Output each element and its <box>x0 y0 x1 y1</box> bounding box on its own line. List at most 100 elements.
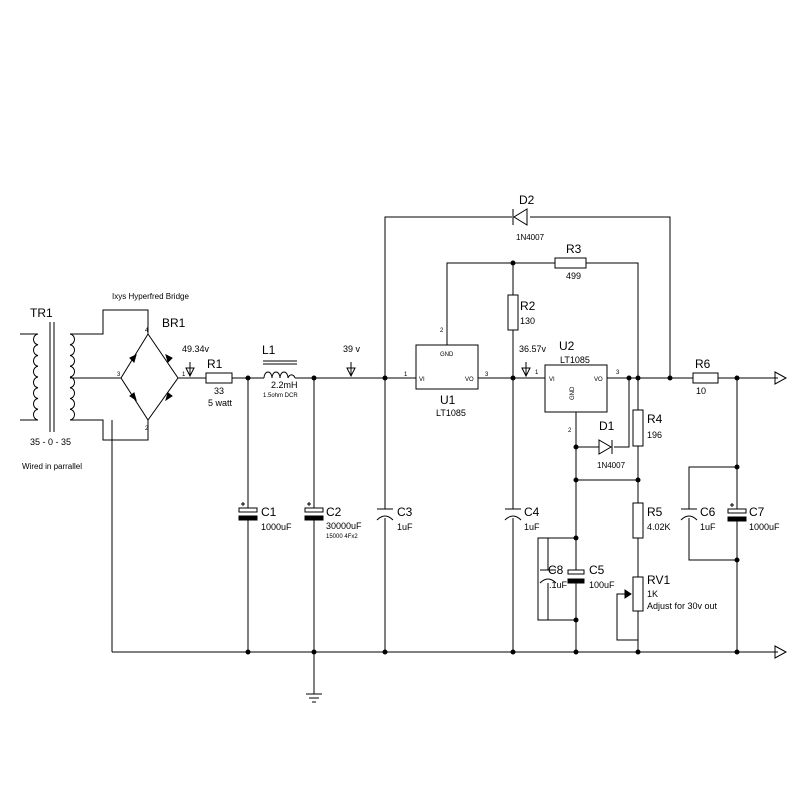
capacitor-c5: C5 100uF <box>567 563 615 590</box>
resistor-r5: R5 4.02K <box>632 502 671 539</box>
u1-pin1: 1 <box>404 372 408 378</box>
c5-ref: C5 <box>589 563 605 577</box>
resistor-r3: R3 499 <box>554 242 587 281</box>
diode-icon <box>512 208 528 226</box>
resistor-icon <box>632 502 644 539</box>
capacitor-icon <box>680 508 698 521</box>
br1-pin3: 3 <box>117 372 121 378</box>
d2-part: 1N4007 <box>516 233 545 242</box>
r6-value: 10 <box>696 386 706 396</box>
capacitor-c8: C8 .1uF <box>539 563 568 590</box>
resistor-icon <box>692 372 719 384</box>
wiring <box>70 216 778 694</box>
inductor-l1: L1 2.2mH 1.5ohm DCR <box>262 343 298 399</box>
voltage-probe-1: 49.34v <box>182 344 210 378</box>
c7-ref: C7 <box>749 505 765 519</box>
capacitor-icon <box>376 508 394 521</box>
c4-value: 1uF <box>524 522 540 532</box>
l1-dcr: 1.5ohm DCR <box>263 393 298 399</box>
u1-vi: VI <box>419 377 425 383</box>
capacitor-icon <box>539 569 557 584</box>
inductor-icon <box>263 360 297 379</box>
bridge-rectifier-icon <box>120 333 179 421</box>
polarized-capacitor-icon <box>238 502 258 521</box>
c2-value: 30000uF <box>326 521 362 531</box>
r1-ref: R1 <box>207 357 223 371</box>
resistor-r6: R6 10 <box>692 357 719 396</box>
br1-title: Ixys Hyperfred Bridge <box>112 292 189 301</box>
c2-ref: C2 <box>326 505 342 519</box>
rv1-value: 1K <box>647 589 658 599</box>
capacitor-c6: C6 1uF <box>680 505 716 532</box>
u2-pin2: 2 <box>568 428 572 434</box>
br1-pin1: 1 <box>182 372 186 378</box>
c1-value: 1000uF <box>261 522 292 532</box>
c5-value: 100uF <box>589 580 615 590</box>
ground-icon <box>306 693 322 703</box>
u2-vo: VO <box>594 377 603 383</box>
output-terminal-ground <box>774 645 788 659</box>
voltage-probe-icon <box>185 362 195 378</box>
r4-ref: R4 <box>647 412 663 426</box>
c6-ref: C6 <box>700 505 716 519</box>
probe-3-label: 36.57v <box>519 344 547 354</box>
r5-ref: R5 <box>647 505 663 519</box>
capacitor-c1: C1 1000uF <box>238 502 292 532</box>
r6-ref: R6 <box>695 357 711 371</box>
l1-value: 2.2mH <box>271 380 298 390</box>
br1-ref: BR1 <box>162 316 186 330</box>
r2-ref: R2 <box>520 299 536 313</box>
diode-icon <box>598 439 613 455</box>
u2-gnd: GND <box>570 386 576 400</box>
c7-value: 1000uF <box>749 522 780 532</box>
rv1-note: Adjust for 30v out <box>647 601 718 611</box>
r5-value: 4.02K <box>647 522 671 532</box>
u1-part: LT1085 <box>436 408 466 418</box>
c1-ref: C1 <box>261 505 277 519</box>
capacitor-c3: C3 1uF <box>376 505 413 532</box>
potentiometer-icon <box>624 576 644 612</box>
transformer-icon <box>20 322 103 432</box>
output-arrow-icon <box>774 645 788 659</box>
u2-part: LT1085 <box>560 355 590 365</box>
potentiometer-rv1: RV1 1K Adjust for 30v out <box>624 573 718 612</box>
u2-pin3: 3 <box>616 370 620 376</box>
output-arrow-icon <box>774 371 788 385</box>
transformer-tr1: TR1 35 - 0 - 35 Wired in parrallel <box>20 306 103 471</box>
resistor-r4: R4 196 <box>632 409 663 447</box>
bridge-rectifier-br1: Ixys Hyperfred Bridge BR1 4 1 3 2 <box>112 292 189 432</box>
r2-value: 130 <box>520 316 535 326</box>
c4-ref: C4 <box>524 505 540 519</box>
voltage-probe-3: 36.57v <box>519 344 547 378</box>
u1-ref: U1 <box>440 393 456 407</box>
r1-rating: 5 watt <box>208 398 233 408</box>
probe-1-label: 49.34v <box>182 344 210 354</box>
tr1-ref: TR1 <box>30 306 53 320</box>
resistor-r1: R1 33 5 watt <box>205 357 233 408</box>
resistor-icon <box>554 257 587 269</box>
r4-value: 196 <box>647 430 662 440</box>
voltage-probe-icon <box>521 362 531 378</box>
u1-pin2: 2 <box>440 328 444 334</box>
l1-ref: L1 <box>262 343 276 357</box>
polarized-capacitor-icon <box>727 503 747 522</box>
d1-ref: D1 <box>599 419 615 433</box>
d1-part: 1N4007 <box>597 461 626 470</box>
rv1-ref: RV1 <box>647 573 670 587</box>
r1-value: 33 <box>214 386 224 396</box>
c3-ref: C3 <box>397 505 413 519</box>
output-terminal-positive <box>774 371 788 385</box>
c3-value: 1uF <box>397 522 413 532</box>
regulator-u1: VI VO GND 1 3 2 U1 LT1085 <box>404 328 489 418</box>
c6-value: 1uF <box>700 522 716 532</box>
capacitor-c2: C2 30000uF 15000 4Fx2 <box>304 502 362 540</box>
u1-pin3: 3 <box>485 372 489 378</box>
voltage-probe-icon <box>346 362 356 378</box>
r3-value: 499 <box>566 271 581 281</box>
capacitor-c4: C4 1uF <box>504 505 540 532</box>
diode-d2: D2 1N4007 <box>512 193 545 242</box>
c8-ref: C8 <box>548 563 564 577</box>
voltage-probe-2: 39 v <box>343 344 361 378</box>
c8-value: .1uF <box>549 580 568 590</box>
